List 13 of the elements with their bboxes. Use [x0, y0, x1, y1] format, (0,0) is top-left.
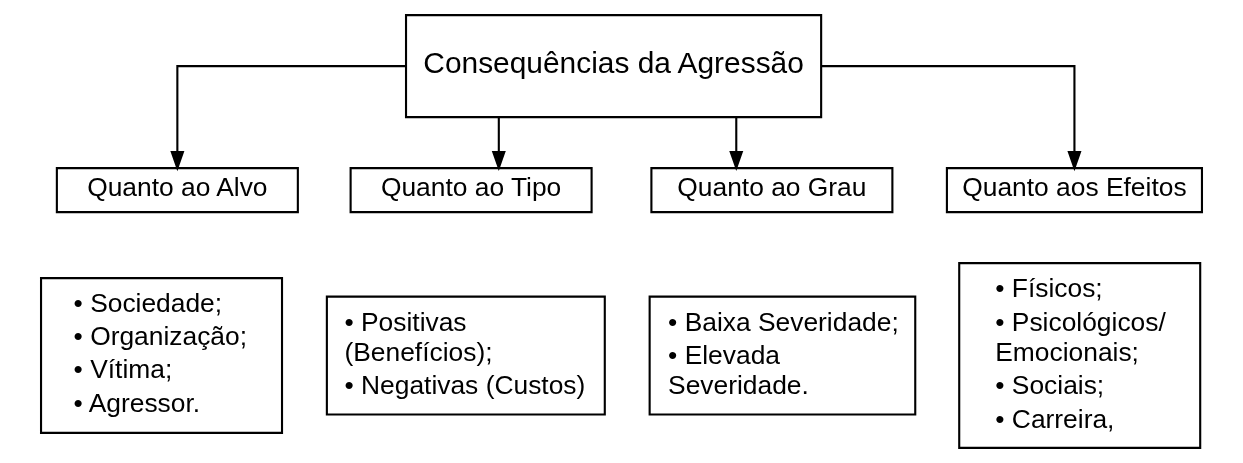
node-box: Consequências da Agressão: [404, 14, 823, 119]
node-box: • Baixa Severidade; • Elevada Severidade.: [648, 295, 917, 416]
node-box: • Sociedade; • Organização; • Vítima; • Agressor.: [40, 277, 284, 434]
node-box: Quanto ao Grau: [650, 167, 894, 214]
node-box: • Físicos; • Psicológicos/ Emocionais; • Sociais; • Carreira,: [958, 262, 1202, 449]
node-box: Quanto ao Alvo: [55, 167, 299, 214]
node-box: Quanto aos Efeitos: [945, 167, 1203, 214]
arrow: [729, 117, 744, 172]
arrow: [170, 65, 406, 172]
node-box: • Positivas (Benefícios); • Negativas (Custos): [325, 295, 606, 416]
arrow: [821, 65, 1082, 172]
arrow: [491, 117, 506, 172]
node-box: Quanto ao Tipo: [349, 167, 593, 214]
